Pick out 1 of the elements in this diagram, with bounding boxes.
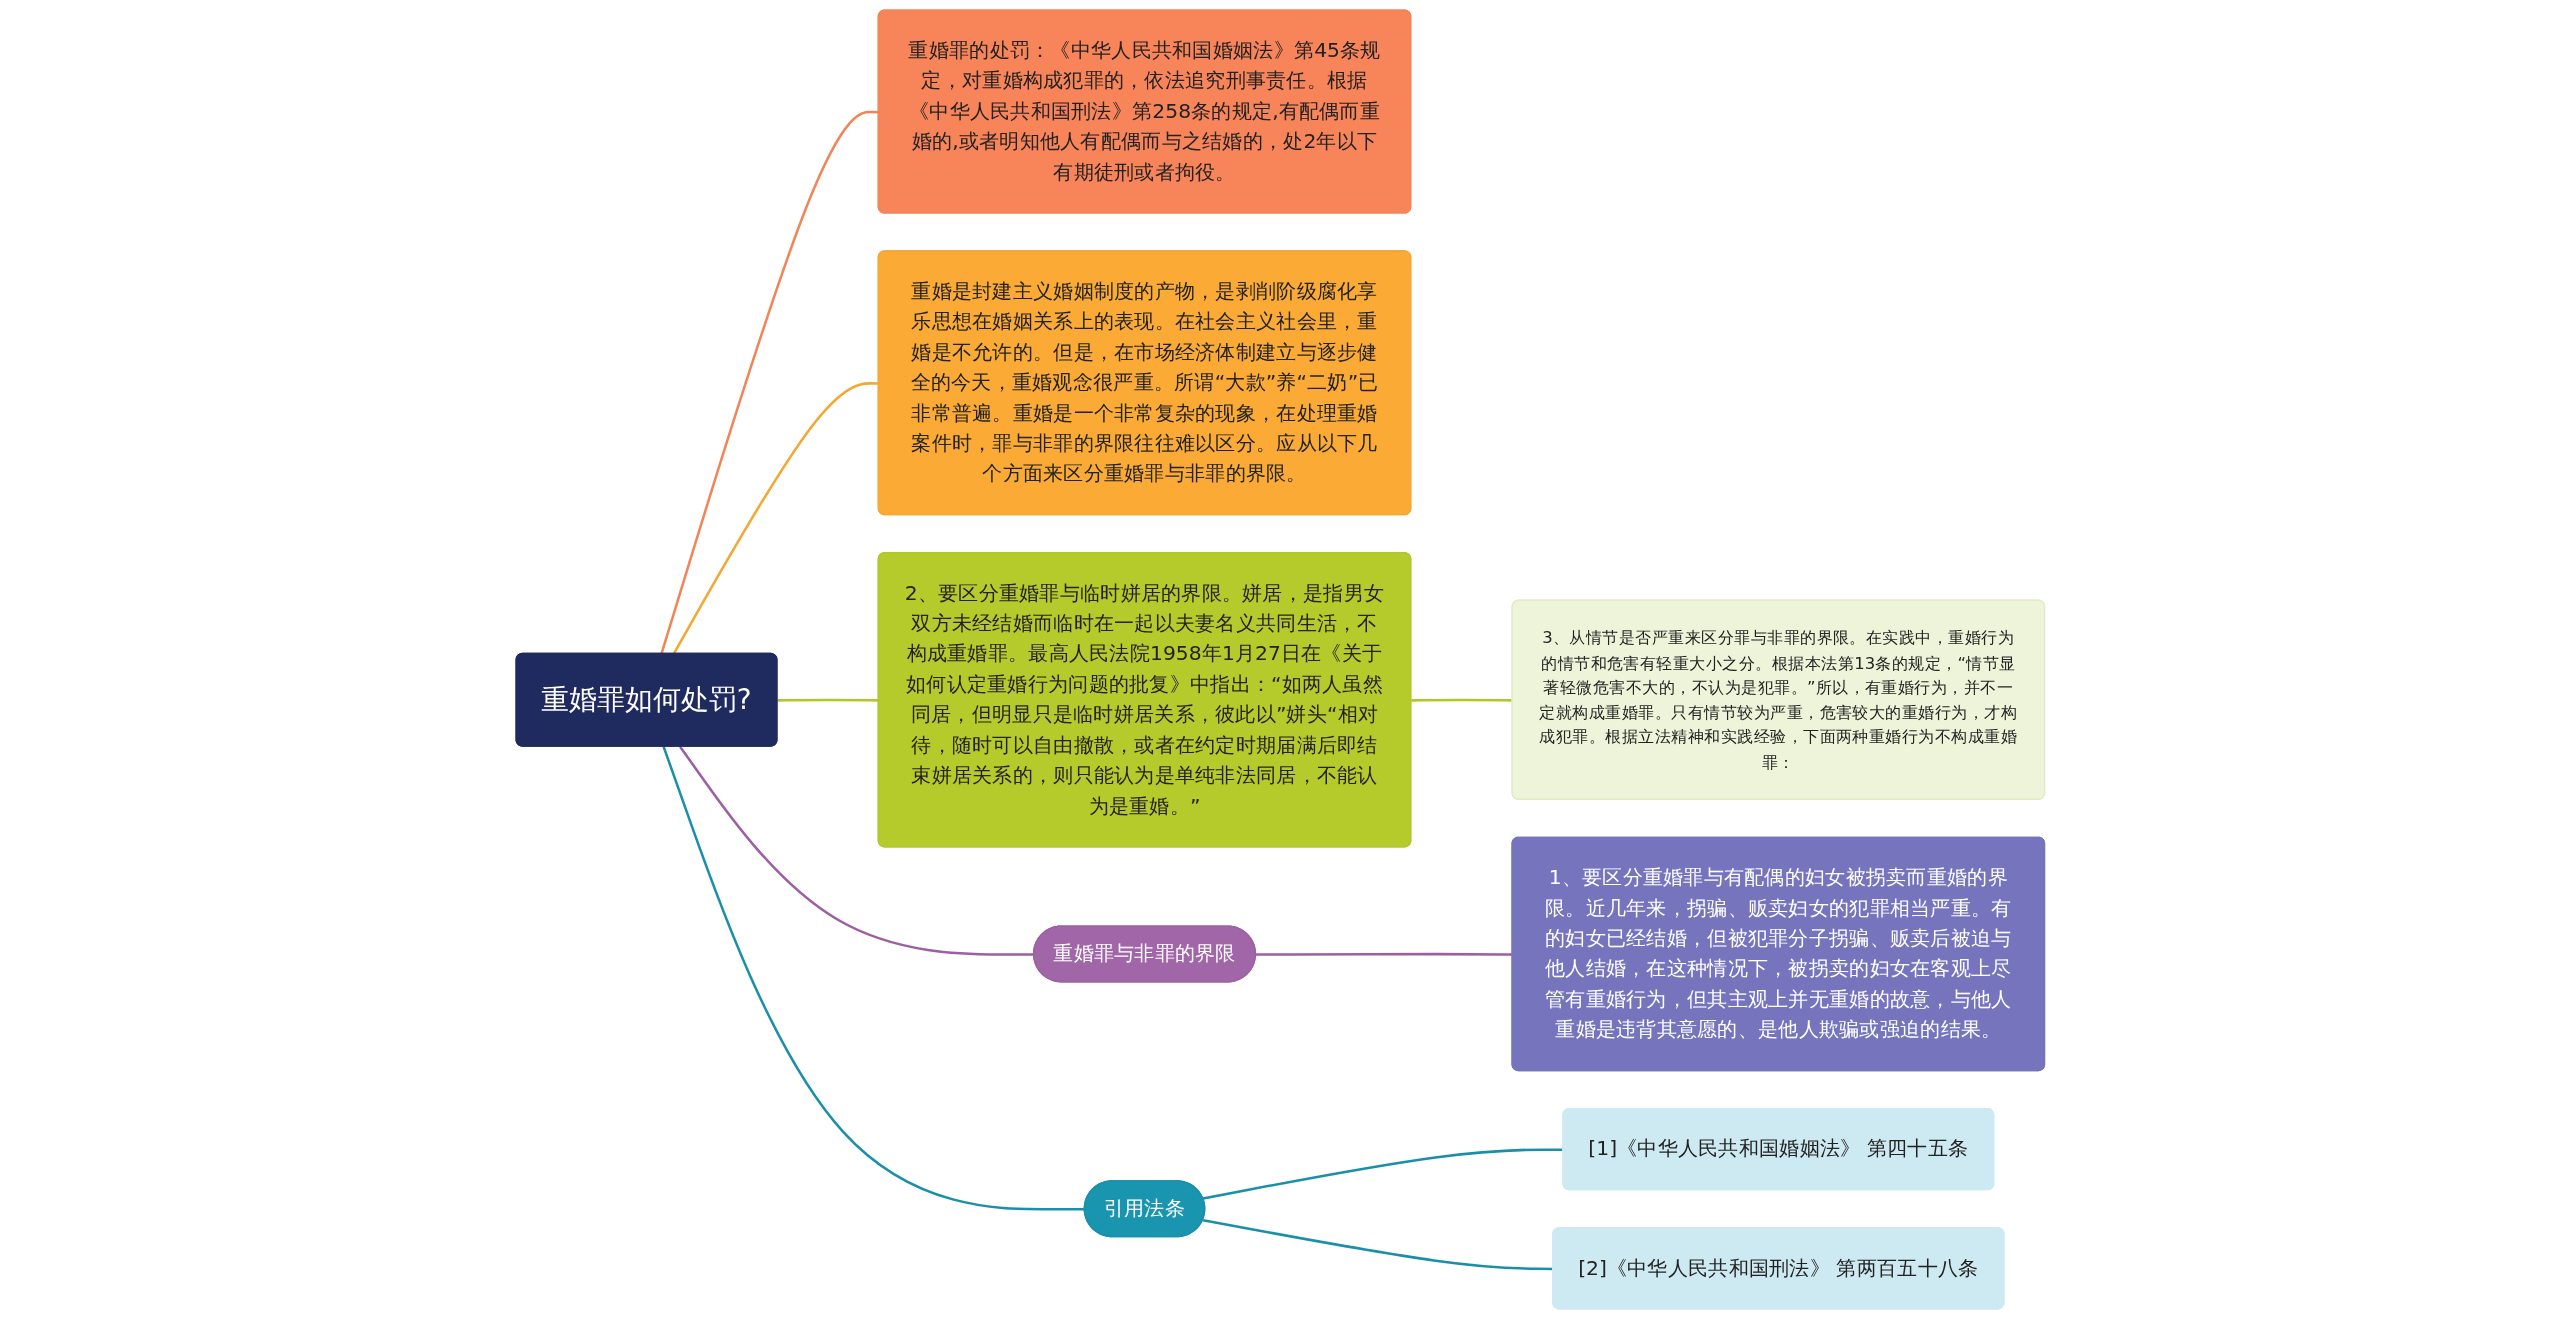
connector (678, 745, 1034, 956)
